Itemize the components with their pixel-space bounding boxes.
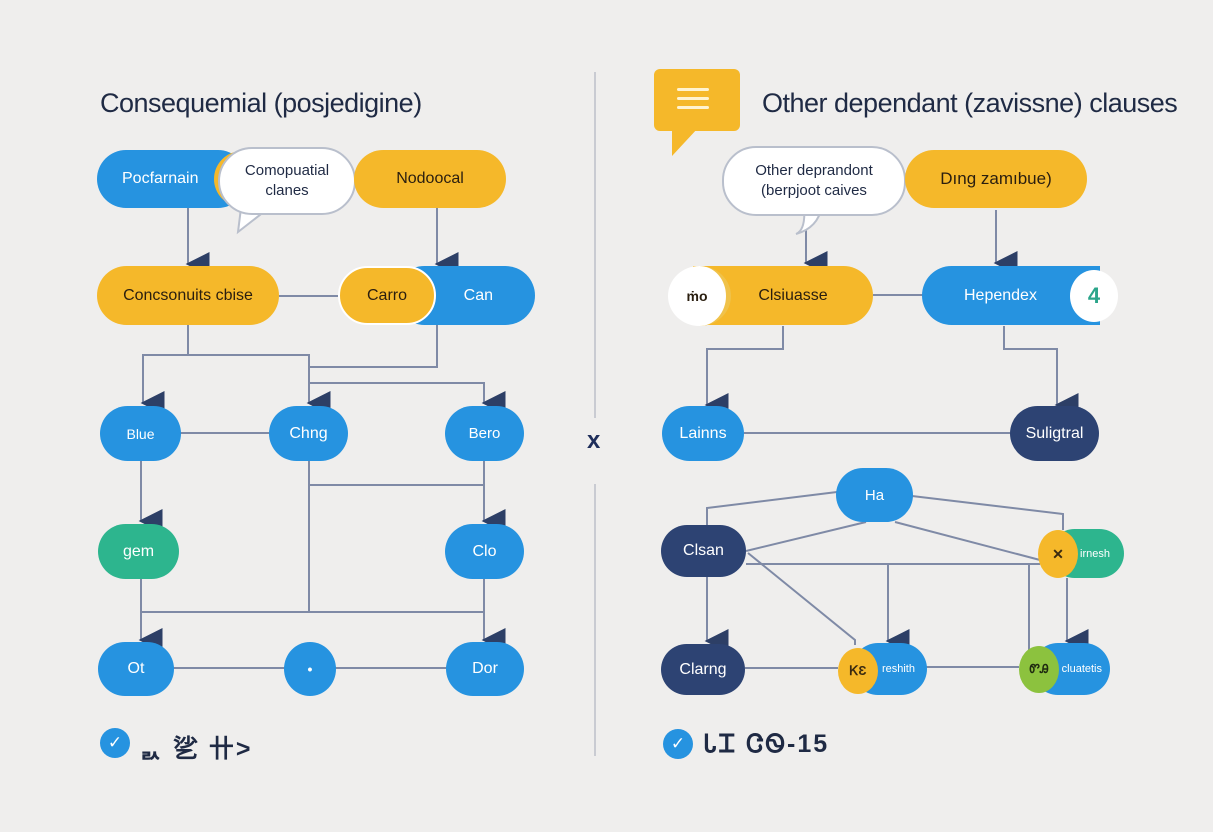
edge-hependex-suligtral: [1003, 326, 1079, 417]
check-circle-icon: ✓: [663, 729, 693, 759]
node-label: Clo: [472, 542, 497, 560]
node-label: Dor: [472, 660, 498, 677]
node-label: Bero: [468, 425, 501, 442]
node-label: gem: [122, 542, 155, 560]
edge-clsiuasse-lainns: [704, 326, 784, 417]
node-label: Nodoocal: [396, 170, 464, 187]
edge-ha-irnesh-diag: [894, 521, 1041, 561]
badge-label: 4: [1087, 283, 1101, 308]
callout-line-1: Other deprandont: [755, 162, 873, 179]
badge-label: ᏛᎯ: [1029, 662, 1049, 676]
node-clsan[interactable]: Clsan: [661, 525, 746, 577]
callout-line-2: (berpjoot caives: [761, 182, 867, 199]
node-label: Suligtral: [1025, 424, 1084, 442]
node-chng[interactable]: Chng: [269, 406, 348, 461]
callout-other-dependant-clauses: Other deprandont (berpjoot caives: [722, 146, 906, 216]
node-label: Pocfarnain: [122, 170, 199, 187]
node-ot[interactable]: Ot: [98, 642, 174, 696]
node-clo[interactable]: Clo: [445, 524, 524, 579]
node-label: irnesh: [1080, 547, 1110, 560]
node-clarng[interactable]: Clarng: [661, 644, 745, 695]
check-circle-icon: ✓: [100, 728, 130, 758]
node-label: Carro: [366, 286, 407, 304]
node-label: Hependex: [964, 286, 1037, 304]
edge-clsan-reshith: [747, 552, 856, 645]
divider-top: [594, 72, 596, 418]
node-concsonuits-cbise[interactable]: Concsonuits cbise: [97, 266, 279, 325]
node-label: Ha: [864, 486, 885, 504]
node-label: Can: [463, 286, 493, 304]
edge-split-chng: [188, 354, 331, 415]
edge-clsan-ha: [745, 521, 867, 552]
badge-label: ṁo: [686, 288, 708, 304]
left-footer-text: ᆳ 乷 卄>: [139, 735, 253, 763]
callout-line-2: clanes: [265, 182, 309, 199]
edge-ha-irnesh: [911, 495, 1064, 530]
node-label: Clarng: [679, 660, 727, 678]
edge-gem-ot: [140, 579, 484, 613]
node-carro[interactable]: Carro: [338, 266, 436, 325]
irnesh-badge-icon: ✕: [1038, 530, 1078, 578]
versus-label: x: [587, 427, 601, 454]
divider-bottom: [594, 484, 596, 756]
node-label: Dıng zamıbue): [940, 169, 1052, 188]
left-title: Consequemial (posjedigine): [100, 88, 422, 118]
node-label: Lainns: [679, 424, 727, 442]
callout-line-1: Comopuatial: [244, 162, 330, 179]
clsiuasse-badge-icon: ṁo: [668, 266, 731, 326]
cluatetis-badge-icon: ᏛᎯ: [1019, 646, 1059, 693]
hependex-badge-icon: 4: [1070, 270, 1118, 322]
right-footer-text: ᏓᏆ ᏣᏫ-15: [704, 730, 830, 758]
edge-chng-bero: [309, 382, 506, 415]
edge-ha-clsan: [706, 491, 838, 525]
edge-concsonuits-blue: [140, 325, 189, 415]
node-label: Clsiuasse: [758, 286, 828, 304]
node-bero[interactable]: Bero: [445, 406, 524, 461]
node-suligtral[interactable]: Suligtral: [1010, 406, 1099, 461]
node-label: Ot: [127, 660, 145, 677]
node-label: Blue: [126, 425, 155, 442]
badge-label: ᏦƐ: [849, 663, 867, 678]
node-label: reshith: [881, 663, 915, 675]
node-gem[interactable]: gem: [98, 524, 179, 579]
node-nodoocal[interactable]: Nodoocal: [354, 150, 506, 208]
node-label: Clsan: [683, 542, 724, 559]
edge-carro-chng: [309, 325, 438, 368]
node-dor[interactable]: Dor: [446, 642, 524, 696]
node-label: cluatetis: [1061, 663, 1102, 675]
reshith-badge-icon: ᏦƐ: [838, 648, 878, 694]
callout-consequential-clauses: Comopuatial clanes: [218, 147, 356, 215]
chat-bubble-tail: [672, 128, 698, 156]
node-ding-zamibue[interactable]: Dıng zamıbue): [905, 150, 1087, 208]
node-dot[interactable]: •: [284, 642, 336, 696]
node-lainns[interactable]: Lainns: [662, 406, 744, 461]
node-label: Concsonuits cbise: [123, 286, 253, 304]
node-label: •: [307, 661, 313, 677]
node-label: Chng: [289, 424, 328, 442]
badge-label: ✕: [1052, 545, 1064, 562]
node-ha[interactable]: Ha: [836, 468, 913, 522]
chat-bubble-icon: [654, 69, 740, 131]
node-blue[interactable]: Blue: [100, 406, 181, 461]
right-title: Other dependant (zavissne) clauses: [762, 88, 1178, 118]
